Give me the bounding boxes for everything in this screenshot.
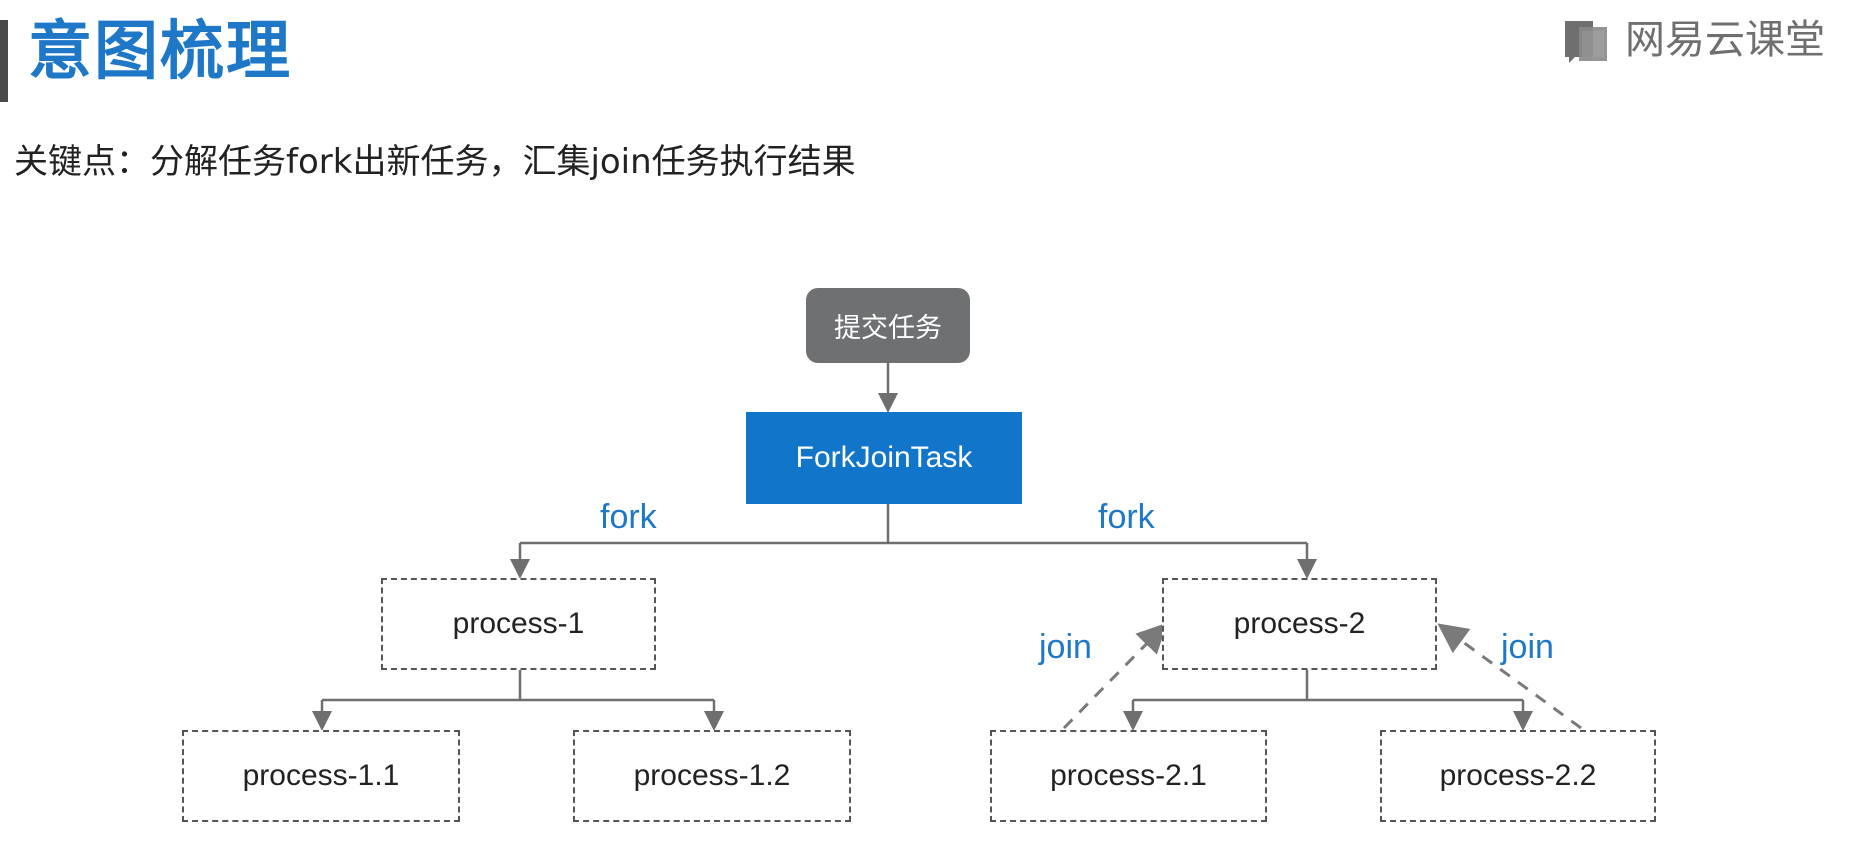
submit-task-node: 提交任务	[806, 288, 970, 363]
join-label-left: join	[1039, 628, 1092, 666]
fork-label-right: fork	[1098, 498, 1155, 536]
join-label-right: join	[1501, 628, 1554, 666]
fork-label-left: fork	[600, 498, 657, 536]
brand-name: 网易云课堂	[1625, 17, 1825, 63]
key-point-text: 关键点：分解任务fork出新任务，汇集join任务执行结果	[14, 142, 856, 182]
page-title: 意图梳理	[28, 15, 292, 89]
title-accent-bar	[0, 20, 8, 102]
forkjointask-node: ForkJoinTask	[746, 412, 1022, 504]
process-2-2-node: process-2.2	[1380, 730, 1656, 822]
process-1-node: process-1	[381, 578, 656, 670]
process-2-node: process-2	[1162, 578, 1437, 670]
process-2-1-node: process-2.1	[990, 730, 1267, 822]
brand: 网易云课堂	[1559, 12, 1825, 68]
process-1-1-node: process-1.1	[182, 730, 460, 822]
book-icon	[1565, 21, 1607, 63]
process-1-2-node: process-1.2	[573, 730, 851, 822]
